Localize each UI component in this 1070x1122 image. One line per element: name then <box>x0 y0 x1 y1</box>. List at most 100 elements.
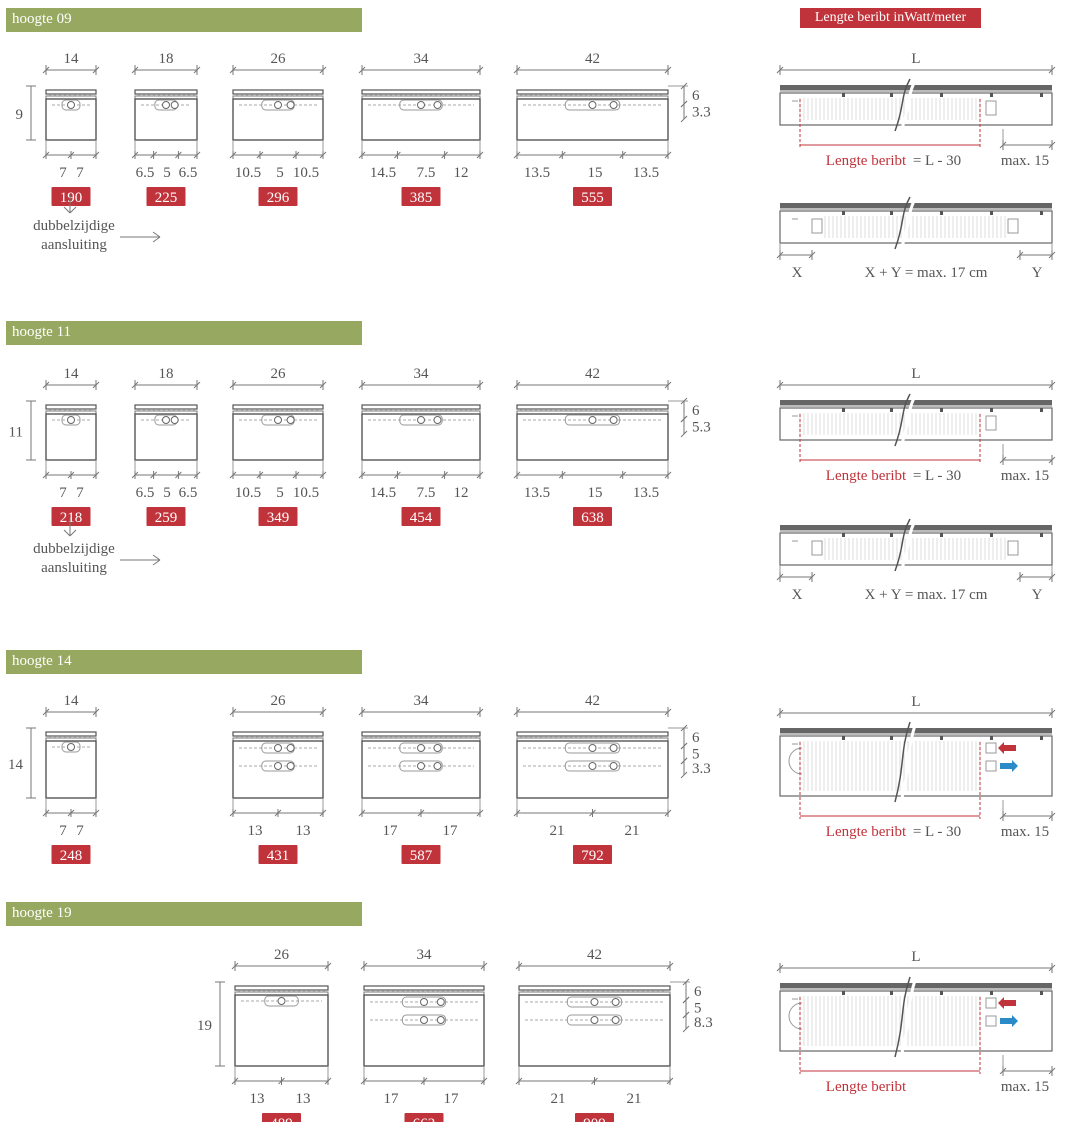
watt-badge <box>51 507 91 526</box>
bracket <box>890 991 893 995</box>
note-line-2: aansluiting <box>41 560 107 576</box>
dim-line <box>664 381 672 389</box>
grille-top <box>780 728 1052 733</box>
bracket <box>990 93 993 97</box>
dim-line <box>808 251 816 259</box>
dim-line <box>619 151 627 159</box>
dim-line <box>42 66 50 74</box>
bracket <box>890 93 893 97</box>
dim-line <box>664 66 672 74</box>
dim-line <box>131 471 139 479</box>
watt-badge-value: 555 <box>581 190 604 206</box>
dim-line <box>175 151 182 159</box>
grille-top <box>780 203 1052 208</box>
dim-line <box>420 1077 428 1085</box>
pipe-fitting <box>811 540 823 556</box>
width-label: 34 <box>414 366 430 382</box>
dim-line <box>231 962 239 970</box>
bracket <box>940 211 943 215</box>
grille-top <box>232 404 324 410</box>
heat-exchanger <box>401 1014 447 1026</box>
right-dim-label: 6 <box>692 403 700 419</box>
sub-dim-label: 15 <box>588 485 603 501</box>
sub-dim-label: 13 <box>296 823 311 839</box>
dim-line <box>63 206 71 214</box>
xy-label: X + Y = max. 17 cm <box>865 265 988 281</box>
grille-top <box>518 985 671 991</box>
sub-dim-label: 6.5 <box>179 165 198 181</box>
dim-line <box>131 151 139 159</box>
pipe-fitting <box>1007 218 1019 234</box>
right-dim-label: 5.3 <box>692 420 711 436</box>
dim-line <box>558 151 566 159</box>
bracket <box>1040 408 1043 412</box>
pipe-fitting <box>611 1016 620 1024</box>
dim-line <box>150 151 157 159</box>
bracket <box>940 93 943 97</box>
dim-line <box>152 231 161 238</box>
sub-dim-label: 7.5 <box>417 485 436 501</box>
heat-exchanger <box>399 414 443 426</box>
watt-badge-value: 454 <box>410 510 433 526</box>
sub-dim-label: 5 <box>163 165 171 181</box>
section-header-hoogte-14: hoogte 14 <box>6 650 362 674</box>
width-label: 42 <box>585 51 600 67</box>
width-label: 34 <box>417 947 433 963</box>
dim-line <box>666 962 674 970</box>
lengte-beribt-label: Lengte beribt <box>826 468 907 484</box>
dim-line <box>358 381 366 389</box>
sub-dim-label: 17 <box>383 823 399 839</box>
sub-dim-label: 7 <box>59 165 67 181</box>
sub-dim-label: 6.5 <box>136 485 155 501</box>
dim-line <box>441 471 448 479</box>
dim-line <box>1048 456 1056 464</box>
dim-line <box>256 471 264 479</box>
pipe-fitting <box>1007 540 1019 556</box>
pipe-fitting <box>985 415 997 431</box>
width-label: 14 <box>64 693 80 709</box>
grille-top <box>232 89 324 95</box>
dim-line <box>92 66 100 74</box>
section-title: hoogte 19 <box>12 905 72 921</box>
right-dim-label: 6 <box>692 88 700 104</box>
heat-exchanger <box>564 760 621 772</box>
flow-out-arrow <box>1000 760 1018 772</box>
dim-line <box>131 381 139 389</box>
bracket <box>842 93 845 97</box>
dim-line <box>680 771 688 779</box>
pipe-fitting <box>420 998 428 1006</box>
bracket <box>890 533 893 537</box>
formula-label: = L - 30 <box>913 468 961 484</box>
dim-line <box>513 151 521 159</box>
dim-line <box>513 66 521 74</box>
formula-label: = L - 30 <box>913 824 961 840</box>
dim-line <box>664 471 672 479</box>
max-label: max. 15 <box>1001 468 1049 484</box>
dim-line <box>480 962 488 970</box>
dim-line <box>1016 251 1024 259</box>
section-title: hoogte 09 <box>12 11 72 27</box>
sub-dim-label: 13.5 <box>524 165 550 181</box>
pipe-fitting <box>588 101 597 109</box>
pipe-fitting <box>985 1015 997 1027</box>
dim-line <box>999 141 1007 149</box>
sub-dim-label: 6.5 <box>136 165 155 181</box>
length-L-label: L <box>911 51 920 67</box>
sub-dim-label: 10.5 <box>293 485 319 501</box>
legend-badge: Lengte beribt inWatt/meter <box>800 8 981 28</box>
watt-badge <box>146 507 186 526</box>
dim-line <box>358 66 366 74</box>
grille-top <box>134 89 198 95</box>
grille-bar <box>780 733 1052 735</box>
sub-dim-label: 17 <box>443 823 459 839</box>
watt-badge-value: 225 <box>155 190 178 206</box>
dim-line <box>319 708 327 716</box>
width-label: 26 <box>274 947 290 963</box>
sub-dim-label: 5 <box>163 485 171 501</box>
dim-line <box>229 381 237 389</box>
grille-top <box>134 404 198 410</box>
